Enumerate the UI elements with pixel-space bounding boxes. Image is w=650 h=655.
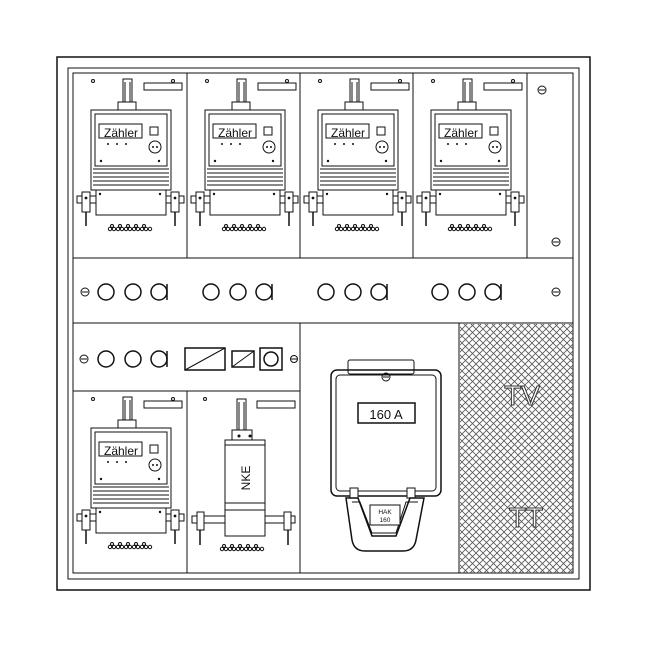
fuse-group-4 (431, 283, 502, 301)
nke-label: NKE (239, 466, 253, 491)
meter-label-1: Zähler (104, 126, 138, 140)
hak-box: 160 A HAK 160 (330, 359, 442, 552)
meter-module-2 (190, 78, 299, 232)
nke-module: NKE (191, 397, 296, 552)
zone-label-tv: TV (504, 380, 540, 411)
switch-module (259, 347, 283, 371)
meter-module-3 (303, 78, 412, 232)
inner-frame (67, 67, 580, 580)
hak-plate-line1: HAK (378, 509, 392, 516)
fuse-group-3 (317, 283, 388, 301)
screw-icon (551, 237, 561, 247)
hak-rating-box (357, 402, 416, 424)
fuse-group-2 (202, 283, 273, 301)
hak-plate (369, 504, 401, 526)
hak-rating-label: 160 A (369, 407, 403, 422)
lower-fuse-strip (79, 347, 298, 371)
screw-icon (551, 287, 561, 297)
screw-icon (79, 354, 89, 364)
meter-label-2: Zähler (218, 126, 252, 140)
meter-labels: Zähler Zähler Zähler Zähler Zähler (104, 126, 478, 458)
meter-module-1 (76, 78, 185, 232)
meter-label-3: Zähler (331, 126, 365, 140)
reserved-zone: TV TT (460, 324, 573, 573)
meter-label-5: Zähler (104, 444, 138, 458)
meter-label-4: Zähler (444, 126, 478, 140)
fuse-group-1 (97, 283, 168, 301)
fuse-group-5 (97, 350, 168, 368)
breaker-large (184, 347, 226, 371)
breaker-small (231, 350, 255, 368)
zone-label-tt: TT (509, 502, 543, 533)
screw-icon (290, 355, 298, 363)
screw-icon (537, 85, 547, 95)
top-meter-row (73, 73, 573, 259)
meter-module-4 (416, 78, 525, 232)
hak-plate-line2: 160 (380, 517, 391, 524)
meter-module-5 (76, 396, 185, 550)
screw-icon (80, 287, 90, 297)
fuse-strip-row (73, 283, 573, 324)
outer-frame (56, 56, 591, 591)
